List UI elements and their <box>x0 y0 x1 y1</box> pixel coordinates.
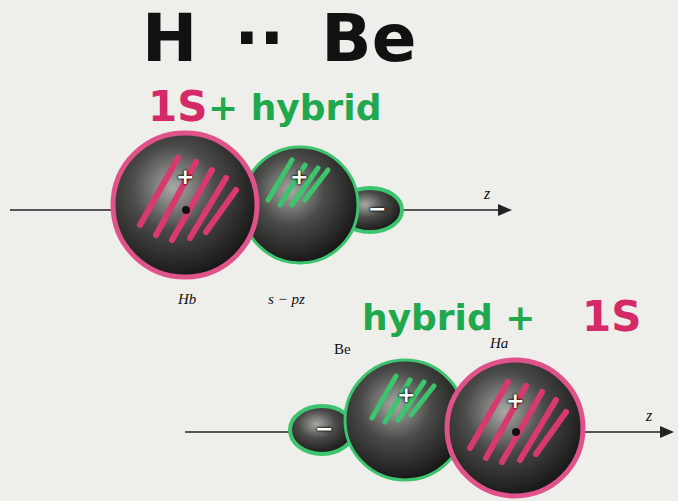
phase-sign: + <box>176 166 194 188</box>
1s-sphere <box>113 133 257 277</box>
atom-label: Ha <box>490 336 508 351</box>
phase-sign: − <box>315 418 333 440</box>
orbital-caption: hybrid + <box>362 300 535 336</box>
hybrid-hatching <box>372 376 434 422</box>
phase-sign: + <box>290 166 308 188</box>
phase-sign: + <box>397 384 415 406</box>
atom-label: Hb <box>178 292 196 307</box>
axis-label: z <box>646 408 652 424</box>
phase-sign: − <box>368 198 386 220</box>
1s-hatching <box>470 382 566 462</box>
nucleus-dot <box>182 206 190 214</box>
axis-label: z <box>484 186 490 202</box>
hybrid-hatching <box>268 160 328 205</box>
title: H ·· Be <box>142 6 416 72</box>
atom-label: Be <box>334 342 351 357</box>
orbital-caption: 1S <box>582 296 641 338</box>
orbital-label: s − pz <box>268 292 305 307</box>
orbital-caption: 1S <box>148 86 207 128</box>
orbital-caption: + hybrid <box>208 90 381 126</box>
nucleus-dot <box>512 428 520 436</box>
1s-sphere <box>447 360 583 496</box>
phase-sign: + <box>506 390 524 412</box>
1s-hatching <box>140 158 236 240</box>
